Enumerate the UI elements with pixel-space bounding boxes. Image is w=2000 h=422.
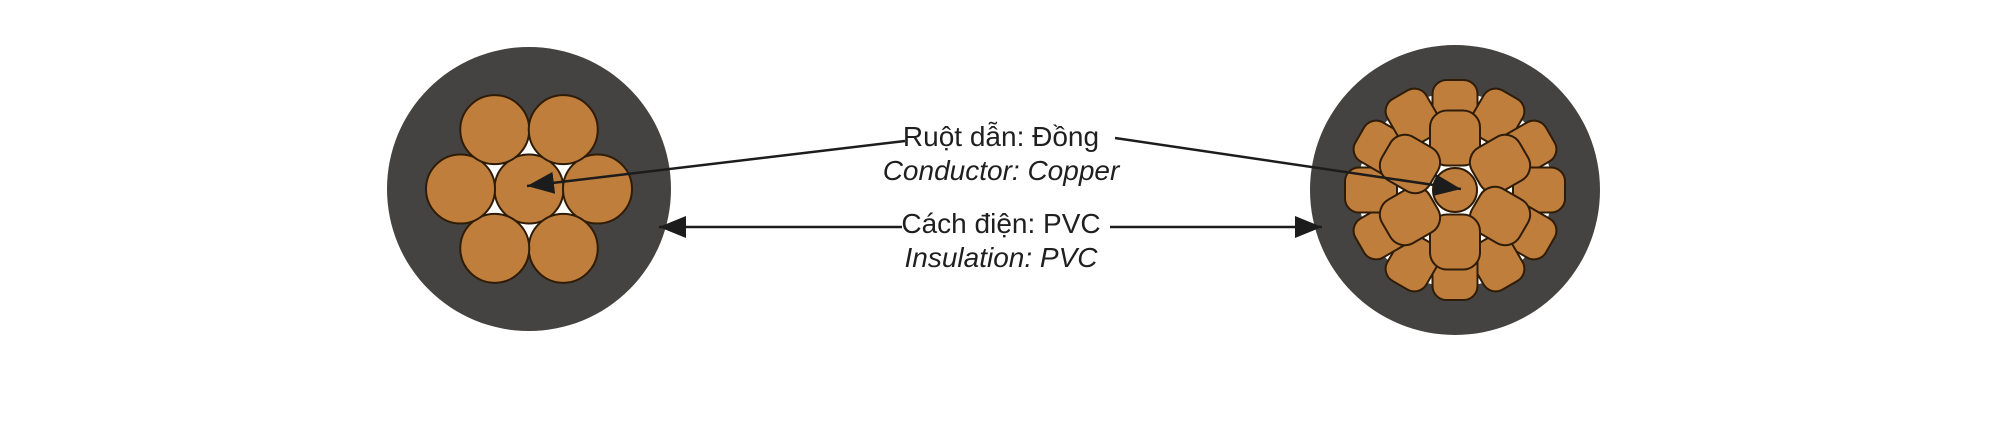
conductor-label-vi: Ruột dẫn: Đồng bbox=[902, 121, 1100, 152]
insulation-label-en: Insulation: PVC bbox=[904, 242, 1098, 273]
labels-block: Ruột dẫn: Đồng Conductor: Copper Cách đi… bbox=[851, 120, 1151, 275]
conductor-label-en: Conductor: Copper bbox=[882, 155, 1120, 186]
insulation-label: Cách điện: PVC Insulation: PVC bbox=[851, 207, 1151, 275]
cable-19-strand-cross-section bbox=[1310, 45, 1600, 335]
conductor-label: Ruột dẫn: Đồng Conductor: Copper bbox=[851, 120, 1151, 188]
insulation-label-vi: Cách điện: PVC bbox=[901, 208, 1101, 239]
cable-7-strand-cross-section bbox=[387, 47, 671, 331]
